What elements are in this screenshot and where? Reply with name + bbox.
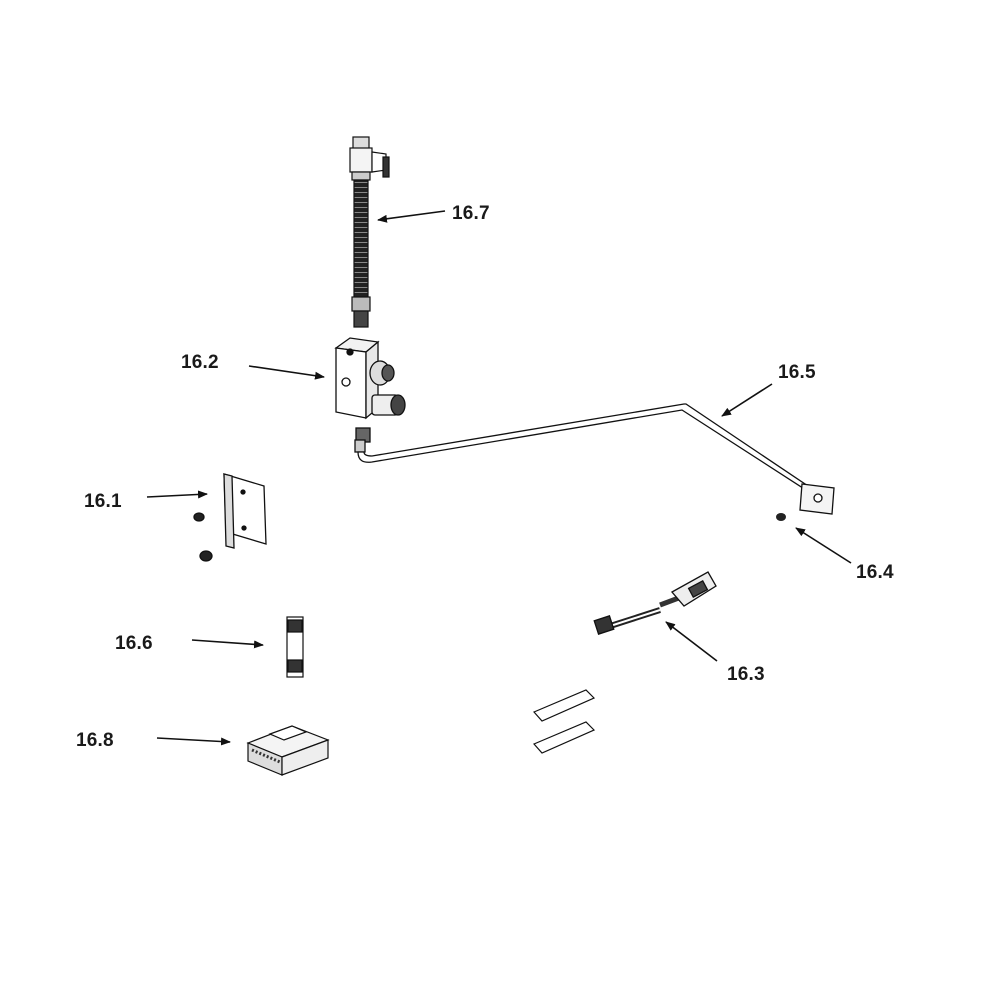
- callout-16-1: 16.1: [84, 491, 122, 512]
- gas-valve-part: [334, 337, 406, 443]
- callout-16-4: 16.4: [856, 562, 894, 583]
- callout-16-5: 16.5: [778, 362, 816, 383]
- callout-16-2: 16.2: [181, 352, 219, 373]
- arrow-16-1: [146, 490, 208, 499]
- flex-hose-part: [349, 136, 390, 328]
- arrow-16-8: [156, 737, 231, 746]
- callout-16-3: 16.3: [727, 664, 765, 685]
- arrow-16-2: [248, 365, 325, 380]
- arrow-16-3: [665, 621, 718, 662]
- label-stickers-part: [532, 689, 596, 754]
- callout-16-8: 16.8: [76, 730, 114, 751]
- callout-16-7: 16.7: [452, 203, 490, 224]
- arrow-16-5: [721, 383, 773, 417]
- arrow-16-7: [377, 210, 446, 223]
- arrow-16-4: [795, 527, 852, 564]
- pilot-tube-part: [354, 403, 835, 515]
- arrow-16-6: [191, 639, 264, 649]
- control-module-part: [246, 725, 330, 776]
- leader-arrows: [146, 210, 852, 746]
- screw-part: [776, 513, 786, 521]
- sensor-part: [286, 616, 304, 678]
- callout-16-6: 16.6: [115, 633, 153, 654]
- wire-harness-part: [593, 571, 717, 635]
- bracket-part: [193, 473, 267, 562]
